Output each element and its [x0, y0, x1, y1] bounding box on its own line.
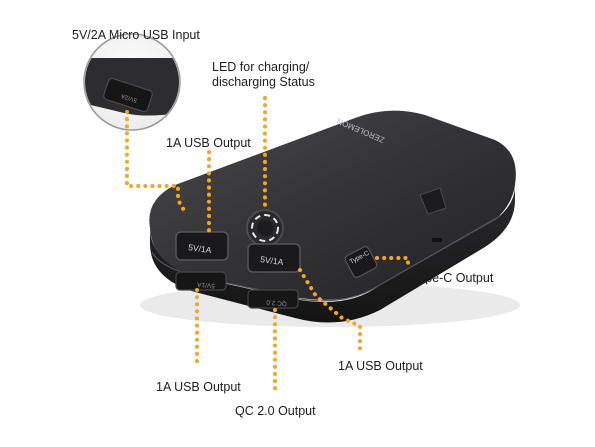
- label-led-status-line1: LED for charging/: [212, 60, 310, 74]
- device-top: [149, 110, 516, 300]
- device-side: [149, 185, 515, 323]
- label-usb-right: 1A USB Output: [338, 359, 423, 373]
- label-micro-usb-input: 5V/2A Micro USB Input: [72, 28, 200, 42]
- leader-type-c: [375, 256, 410, 266]
- power-button-icon: [257, 220, 273, 236]
- leader-lines: [125, 96, 410, 395]
- leader-micro-usb: [125, 110, 187, 214]
- port-label-top-right: 5V/1A: [260, 254, 285, 267]
- leader-usb-right: [298, 268, 362, 352]
- usb-port-bottom-right: [247, 289, 299, 309]
- usb-port-bottom-left: [175, 271, 227, 291]
- label-usb-bottom: 1A USB Output: [156, 380, 241, 394]
- label-usb-top: 1A USB Output: [166, 136, 251, 150]
- label-type-c-output: Type-C Output: [412, 271, 494, 285]
- label-qc-output: QC 2.0 Output: [235, 404, 316, 418]
- port-label-bottom-right: QC 2.0: [266, 298, 288, 307]
- device-seam: [151, 215, 501, 302]
- label-led-status-line2: discharging Status: [212, 75, 315, 89]
- usb-port-top-left: [175, 231, 229, 261]
- side-flap: [419, 187, 447, 215]
- usb-port-top-right: [247, 243, 301, 273]
- led-indicator-dots: [251, 214, 279, 242]
- label-led-status: LED for charging/ discharging Status: [212, 60, 372, 90]
- type-c-port: [344, 246, 378, 278]
- port-label-top-left: 5V/1A: [188, 242, 213, 255]
- port-label-inset: 5V/2A: [120, 92, 137, 103]
- port-label-bottom-left: 5V/1A: [196, 280, 215, 289]
- side-slot: [432, 238, 442, 242]
- micro-usb-port: [103, 77, 153, 113]
